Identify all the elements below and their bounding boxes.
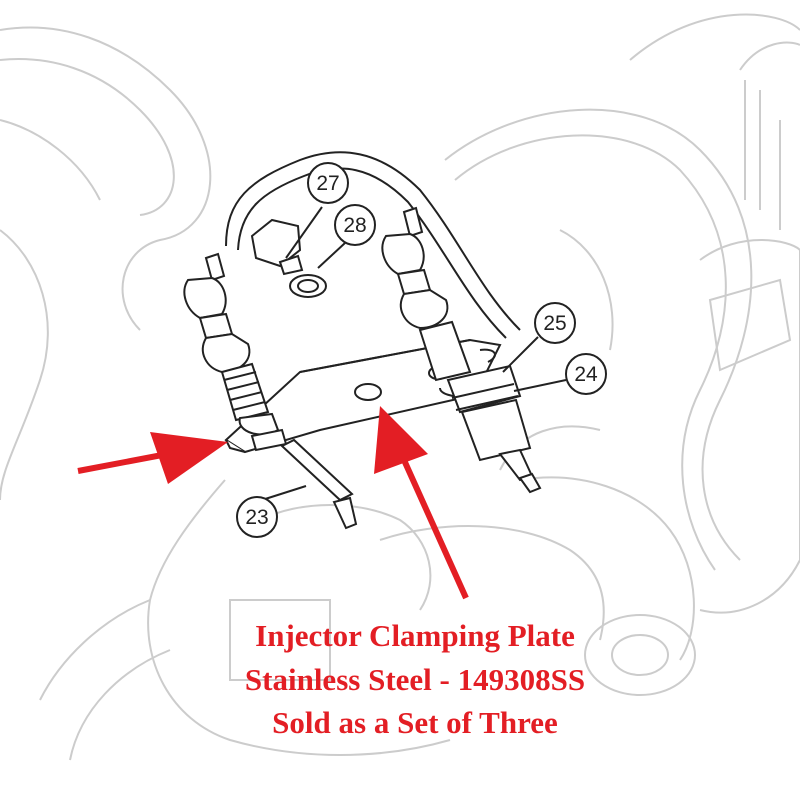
svg-text:28: 28 [343,214,366,237]
bolt-and-washer [250,218,327,298]
svg-text:24: 24 [574,363,598,386]
callout-24: 24 [565,353,607,395]
callout-23: 23 [236,496,278,538]
fuel-pipe [225,151,521,339]
svg-text:23: 23 [245,506,268,529]
injector-right [381,206,542,494]
up-arrow [374,406,469,600]
caption-line-1: Injector Clamping Plate [255,618,575,653]
background-engine-outline [0,13,800,761]
injector-left [183,252,358,530]
callout-25: 25 [534,302,576,344]
left-arrow [77,432,228,484]
plate-hole [354,383,382,401]
callout-28: 28 [334,204,376,246]
callout-27: 27 [307,162,349,204]
caption-line-3: Sold as a Set of Three [272,705,558,740]
callout-leaders [261,206,567,501]
caption-line-2: Stainless Steel - 149308SS [244,662,586,697]
svg-text:27: 27 [316,172,339,195]
svg-text:25: 25 [543,312,566,335]
